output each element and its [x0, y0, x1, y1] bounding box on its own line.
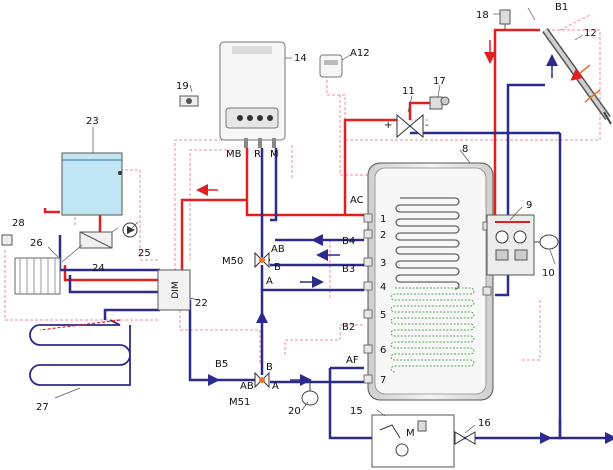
label-a-m51: A [272, 381, 279, 392]
label-16: 16 [478, 418, 491, 429]
label-a-m50: A [266, 276, 273, 287]
label-minus: - [425, 120, 429, 131]
label-m51: M51 [229, 397, 250, 408]
expansion-vessel-solar [534, 234, 559, 250]
controller-a12 [319, 54, 343, 78]
label-17: 17 [433, 76, 446, 87]
air-vent [499, 9, 511, 30]
label-26: 26 [30, 238, 43, 249]
port-3: 3 [380, 258, 386, 269]
three-way-valve-m51 [254, 371, 270, 389]
port-2: 2 [380, 230, 386, 241]
label-ab-m50: AB [271, 244, 285, 255]
label-pump-m: M [406, 428, 415, 439]
label-14: 14 [294, 53, 307, 64]
shutoff-valve [454, 431, 476, 445]
label-27: 27 [36, 402, 49, 413]
label-b-m51: B [266, 362, 273, 373]
port-4: 4 [380, 282, 386, 293]
dim-label: DIM [171, 281, 181, 298]
port-1: 1 [380, 214, 386, 225]
label-10: 10 [542, 268, 555, 279]
label-ac: AC [350, 195, 364, 206]
label-b4: B4 [342, 236, 355, 247]
label-11: 11 [402, 86, 415, 97]
label-r: R [254, 149, 261, 160]
port-5: 5 [380, 310, 386, 321]
room-sensor [179, 95, 199, 107]
three-way-valve-m50 [254, 251, 270, 269]
heat-exchanger [79, 231, 113, 249]
port-6: 6 [380, 345, 386, 356]
flow-arrows [196, 40, 613, 444]
label-b5: B5 [215, 359, 228, 370]
port-7: 7 [380, 375, 386, 386]
label-24: 24 [92, 263, 105, 274]
inlet-group [371, 414, 455, 468]
label-a12: A12 [350, 48, 370, 59]
label-m: M [270, 149, 279, 160]
solar-station [486, 214, 535, 276]
label-28: 28 [12, 218, 25, 229]
label-ab-m51: AB [240, 381, 254, 392]
label-19: 19 [176, 81, 189, 92]
label-b2: B2 [342, 322, 355, 333]
label-b-m50: B [274, 262, 281, 273]
water-tank [61, 152, 123, 216]
label-25: 25 [138, 248, 151, 259]
label-8: 8 [462, 144, 468, 155]
labels: 14 A12 19 23 MB R M 8 9 10 11 17 18 B1 1… [12, 2, 597, 439]
outdoor-sensor [1, 234, 13, 246]
label-b1: B1 [555, 2, 568, 13]
label-plus: + [384, 120, 392, 131]
mixing-valve [396, 113, 424, 139]
expansion-vessel-boiler [301, 382, 319, 406]
label-18: 18 [476, 10, 489, 21]
label-m50: M50 [222, 256, 243, 267]
underfloor-heating [29, 319, 131, 386]
radiator [14, 257, 61, 295]
dim-module [157, 269, 191, 311]
label-20: 20 [288, 406, 301, 417]
label-23: 23 [86, 116, 99, 127]
leader-lines [47, 7, 584, 434]
label-22: 22 [195, 298, 208, 309]
label-b3: B3 [342, 264, 355, 275]
boiler [219, 41, 286, 148]
solar-collector [542, 27, 612, 125]
label-15: 15 [350, 406, 363, 417]
label-af: AF [346, 355, 359, 366]
upper-coil [395, 197, 460, 290]
underfloor-return [39, 319, 121, 331]
label-mb: MB [226, 149, 242, 160]
cold-pipes [58, 83, 610, 440]
label-9: 9 [526, 200, 532, 211]
label-12: 12 [584, 28, 597, 39]
lower-coil [390, 287, 475, 373]
shower-head [429, 96, 450, 110]
